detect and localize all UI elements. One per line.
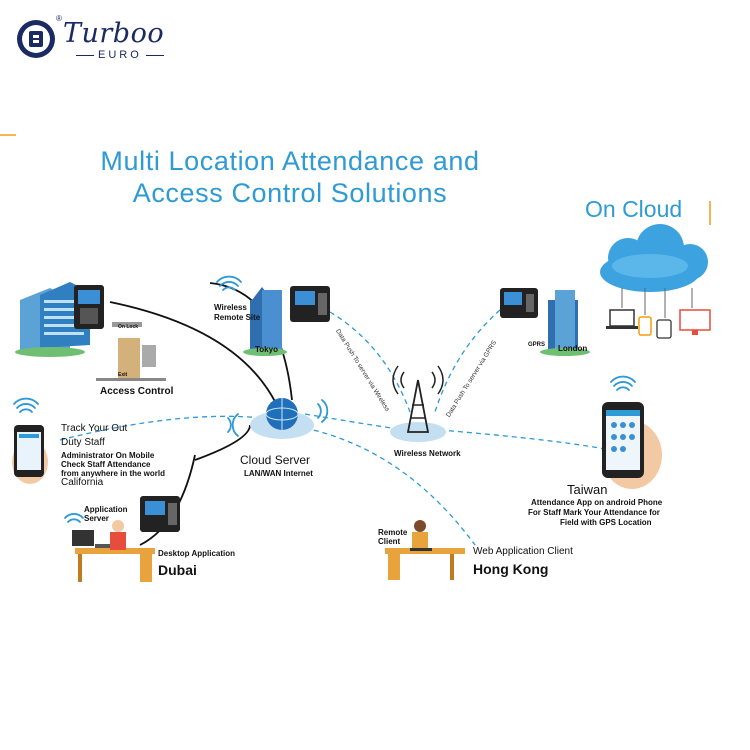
dubai-server-label-2: Server [84, 514, 109, 523]
title-line-1: Multi Location Attendance and [100, 146, 480, 176]
california-line-2: Duty Staff [61, 437, 105, 448]
hongkong-desk-icon [385, 520, 465, 580]
hongkong-city-label: Hong Kong [473, 561, 549, 577]
tokyo-city-label: Tokyo [255, 345, 278, 354]
wireless-tower-icon [390, 365, 446, 442]
california-line-4: Check Staff Attendance [61, 460, 151, 469]
london-city-label: London [558, 344, 588, 353]
wifi-icon-server-right [317, 399, 329, 423]
cloud-server-title: Cloud Server [240, 453, 311, 467]
remote-client-label-1: Remote [378, 528, 408, 537]
dubai-server-label-1: Application [84, 505, 128, 514]
wifi-icon-dubai [64, 513, 84, 523]
access-control-label: Access Control [100, 386, 174, 397]
fingerprint-terminal-icon [74, 285, 104, 329]
web-application-label: Web Application Client [473, 546, 573, 557]
hongkong-link [304, 427, 476, 546]
tokyo-terminal-icon [290, 286, 330, 322]
wireless-network-label: Wireless Network [394, 449, 461, 458]
wireless-taiwan-link [439, 429, 611, 451]
access-to-server-link [109, 301, 281, 413]
tokyo-wireless-link [329, 311, 411, 413]
remote-client-label-2: Client [378, 537, 401, 546]
london-wireless-link [434, 309, 501, 413]
dubai-terminal-icon [140, 496, 180, 532]
wifi-icon-taiwan [610, 375, 636, 391]
brand-logo-icon [17, 20, 55, 58]
taiwan-phone-icon [602, 402, 662, 489]
tokyo-wireless-label-1: Wireless [214, 303, 247, 312]
cloud-server-globe-icon [250, 398, 314, 439]
wifi-icon-california [13, 397, 39, 413]
cloud-server-subtitle: LAN/WAN Internet [244, 469, 313, 478]
on-cloud-label: On Cloud [585, 196, 683, 222]
trademark: ® [56, 14, 62, 23]
taiwan-line-3: Field with GPS Location [560, 518, 652, 527]
door-lock-icon [96, 322, 166, 381]
tablet-device-icon [656, 319, 672, 339]
server-curve-link [194, 424, 251, 461]
on-lock-label: On Lock [118, 324, 139, 330]
tokyo-wireless-label-2: Remote Site [214, 313, 261, 322]
california-line-3: Administrator On Mobile [61, 451, 155, 460]
taiwan-line-2: For Staff Mark Your Attendance for [528, 508, 660, 517]
wifi-icons [13, 275, 636, 523]
california-line-1: Track Your Out [61, 423, 128, 434]
dubai-city-label: Dubai [158, 562, 197, 578]
exit-label: Exit [118, 372, 128, 378]
london-terminal-icon [500, 288, 538, 318]
california-city-label: California [61, 477, 104, 488]
wifi-icon-tokyo [216, 275, 242, 291]
dubai-desktop-label: Desktop Application [158, 549, 236, 558]
title-line-2: Access Control Solutions [132, 178, 448, 208]
brand-name: Turboo [63, 18, 165, 49]
california-link [59, 415, 263, 441]
taiwan-line-1: Attendance App on android Phone [531, 498, 663, 507]
california-phone-icon [12, 425, 48, 484]
california-line-5: from anywhere in the world [61, 469, 166, 478]
monitor-icon [679, 309, 711, 335]
london-building-icon [540, 290, 590, 356]
dubai-desk-icon [72, 520, 155, 582]
brand-subtitle: EURO [72, 49, 168, 61]
tokyo-building-icon [243, 287, 287, 356]
cloud-icon [600, 224, 708, 292]
laptop-icon [606, 309, 638, 329]
wifi-icon-server-left [227, 413, 239, 437]
gprs-label: GPRS [528, 342, 546, 348]
cloud-device-links [621, 288, 693, 318]
taiwan-city-label: Taiwan [567, 482, 608, 497]
phone-device-icon [638, 316, 652, 336]
